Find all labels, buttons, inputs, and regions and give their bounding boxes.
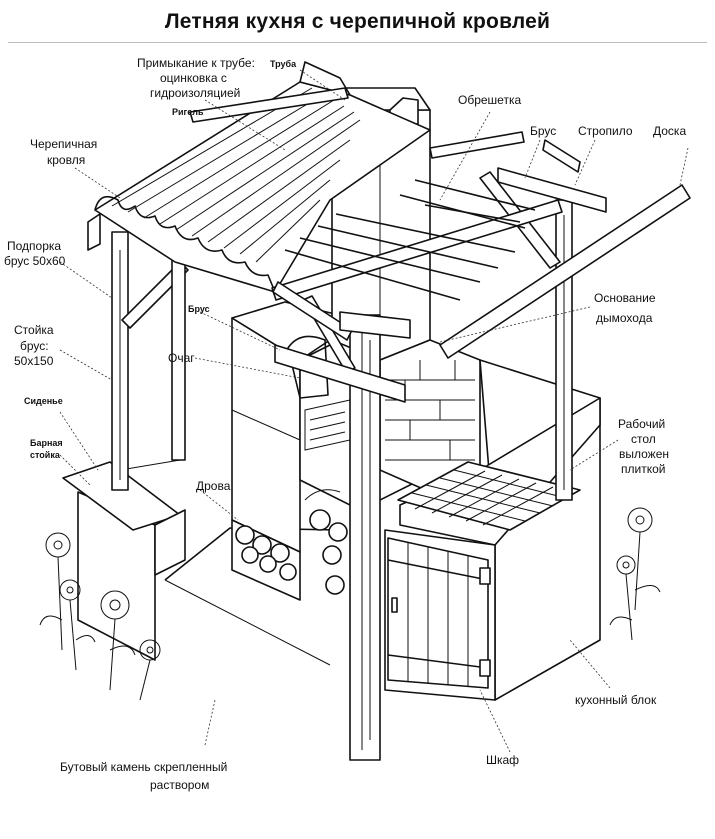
label-rubble-stone-2: раствором [150,778,209,792]
label-pipe: Труба [270,59,297,69]
diagram-title: Летняя кухня с черепичной кровлей [164,10,551,33]
floor-slab [164,527,341,666]
label-tile-roof-1: Черепичная [30,137,97,151]
label-crossbar: Ригель [172,107,204,117]
label-seat: Сиденье [24,396,63,406]
label-hearth: Очаг [168,351,195,365]
label-tile-roof-2: кровля [47,153,85,167]
label-chimney-junction-2: оцинковка с [160,71,227,85]
rafter-front [271,199,563,301]
lathing-battens [284,179,536,301]
beam-cross [339,311,411,339]
label-strut-2: брус 50х60 [4,254,66,268]
cabinet-door [387,537,491,689]
label-beam-mid: Брус [188,304,210,314]
tiled-worktop [397,461,581,531]
label-worktop-4: плиткой [621,462,665,476]
label-rubble-stone-1: Бутовый камень скрепленный [60,760,227,774]
rafter-long [429,131,581,173]
label-firewood: Дрова [196,479,231,493]
label-chimney-base-1: Основание [594,291,656,305]
label-worktop-1: Рабочий [618,417,665,431]
label-chimney-junction-1: Примыкание к трубе: [137,56,255,70]
title-divider [8,42,707,43]
label-chimney-junction-3: гидроизоляцией [150,86,240,100]
label-bar-counter-1: Барная [30,438,63,448]
label-post-1: Стойка [14,323,54,337]
beam-top-right [497,167,607,213]
board-diagonal [439,184,691,359]
flower-decoration-left [39,532,161,701]
label-board: Доска [653,124,686,138]
label-worktop-3: выложен [619,447,669,461]
label-beam-top: Брус [530,124,556,138]
label-worktop-2: стол [631,432,656,446]
label-post-3: 50х150 [14,354,54,368]
flower-decoration-right [609,507,661,641]
bar-counter [62,459,186,661]
tile-roof [87,61,431,293]
label-chimney-base-2: дымохода [596,311,653,325]
label-cabinet: Шкаф [486,753,519,767]
label-rafter: Стропило [578,124,633,138]
ridge-beam [189,87,349,123]
labels: Примыкание к трубе: оцинковка с гидроизо… [4,56,686,792]
post-right [555,199,573,501]
label-bar-counter-2: стойка [30,450,61,460]
label-strut-1: Подпорка [7,239,61,253]
beam-hearth [274,344,406,403]
rafter-back [272,281,353,341]
post-left [111,231,129,491]
firewood-stack [231,489,348,601]
label-post-2: брус: [20,339,49,353]
label-lathing: Обрешетка [458,93,521,107]
label-kitchen-block: кухонный блок [575,693,657,707]
leader-lines [59,69,689,753]
